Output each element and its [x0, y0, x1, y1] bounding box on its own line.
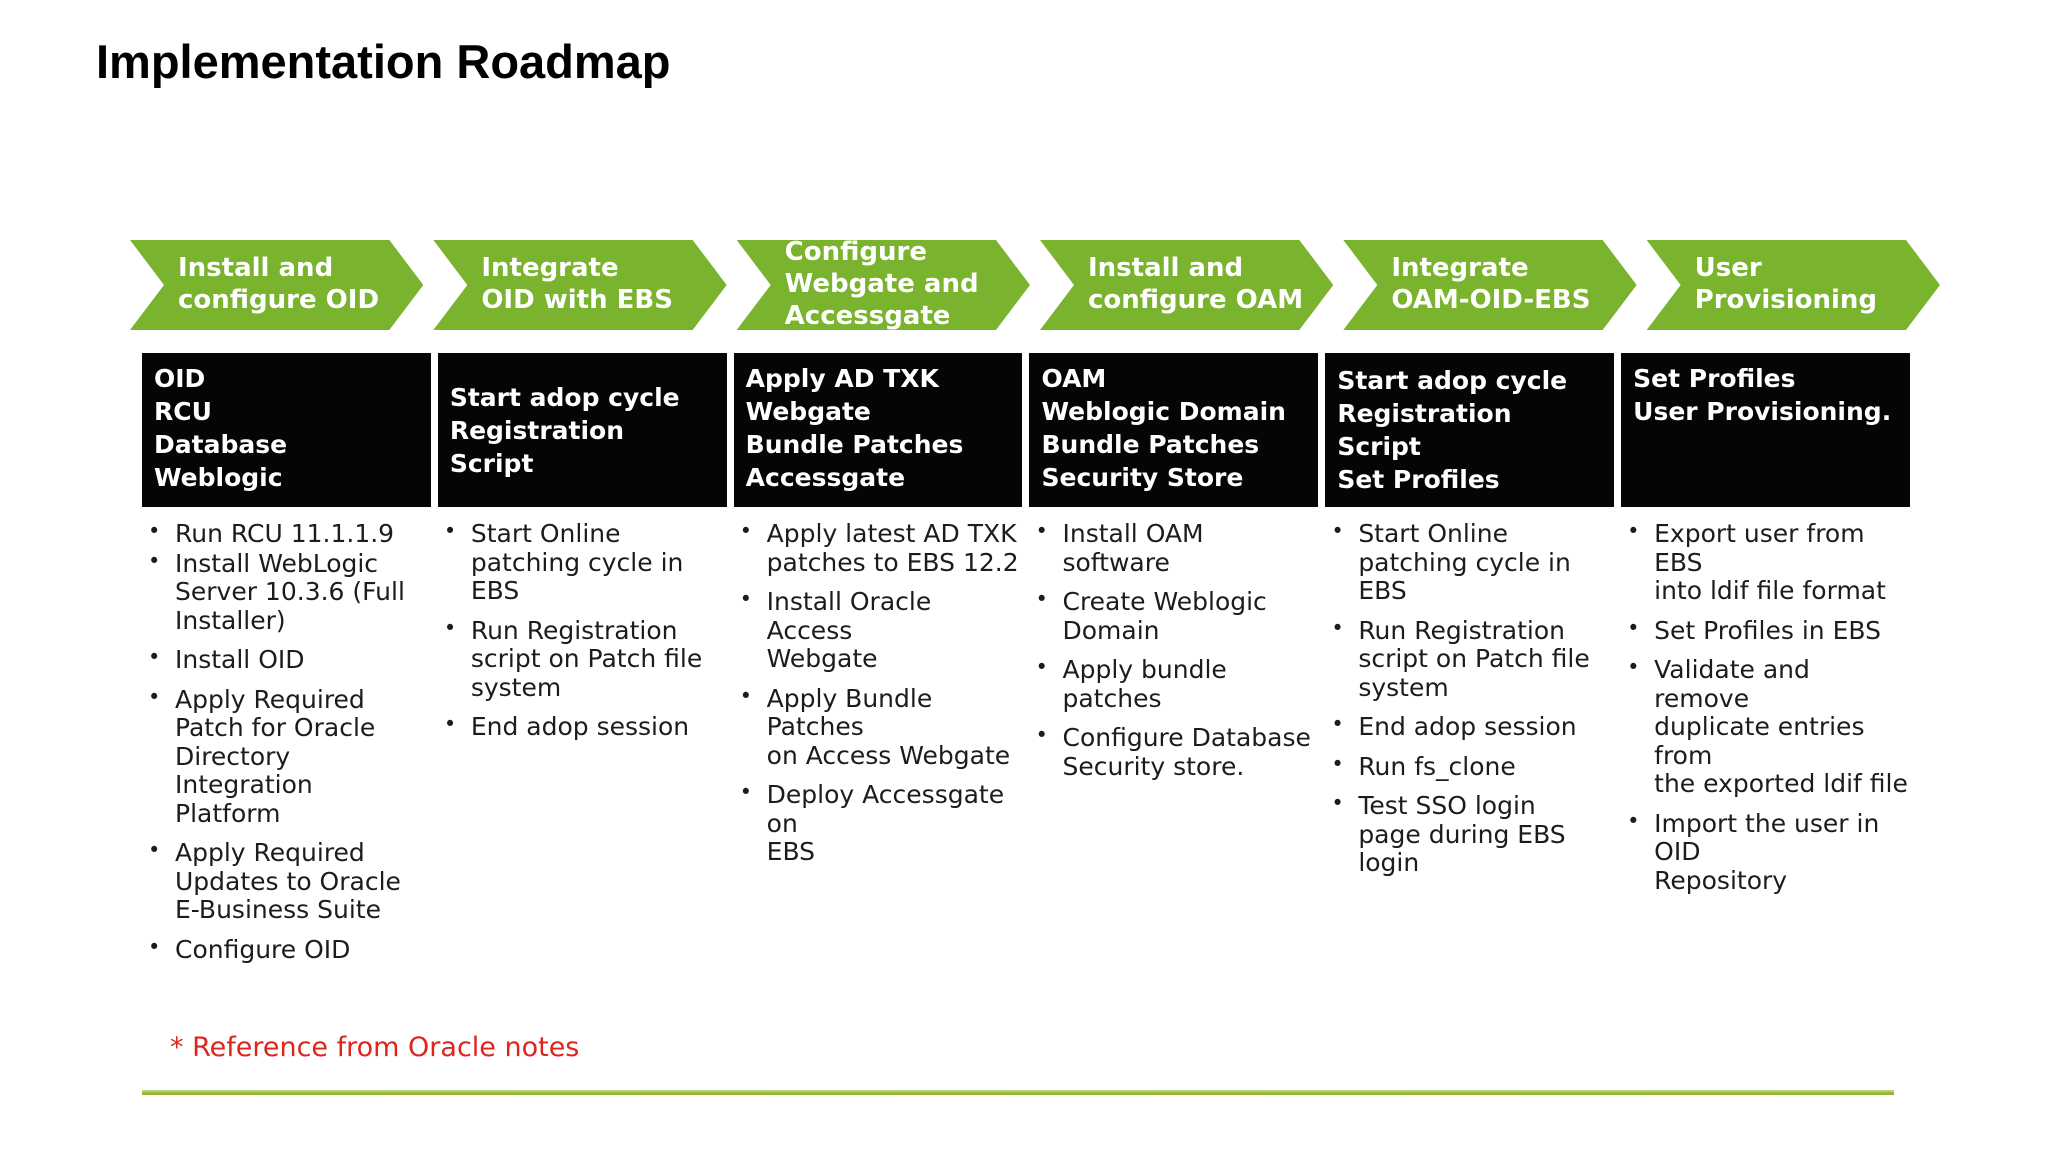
step-arrow-install-configure-oam: Install and configure OAM	[1040, 240, 1333, 330]
reference-footnote: * Reference from Oracle notes	[170, 1032, 580, 1063]
phase-header-text: Start adop cycle Registration Script Set…	[1337, 366, 1568, 494]
phase-header-adop-cycle: Start adop cycle Registration Script	[437, 353, 727, 507]
step-arrow-label: Integrate OID with EBS	[481, 253, 673, 315]
phase-header-adop-profiles: Start adop cycle Registration Script Set…	[1325, 353, 1615, 507]
task-list-oam: Install OAM software Create Weblogic Dom…	[1029, 519, 1318, 781]
task-item: Install OID	[142, 645, 431, 675]
step-arrow-integrate-oam-oid-ebs: Integrate OAM-OID-EBS	[1343, 240, 1636, 330]
phase-header-oam: OAM Weblogic Domain Bundle Patches Secur…	[1029, 353, 1319, 507]
step-arrow-configure-webgate-accessgate: Configure Webgate and Accessgate	[737, 240, 1030, 330]
task-item: Run fs_clone	[1325, 752, 1614, 782]
step-arrow-user-provisioning: User Provisioning	[1647, 240, 1940, 330]
task-item: Apply bundle patches	[1029, 655, 1318, 713]
task-item: Deploy Accessgate on EBS	[734, 780, 1023, 867]
page-title: Implementation Roadmap	[96, 35, 671, 88]
step-arrow-label: User Provisioning	[1694, 253, 1878, 315]
step-arrow-label: Integrate OAM-OID-EBS	[1391, 253, 1591, 315]
task-item: Apply latest AD TXK patches to EBS 12.2	[734, 519, 1023, 577]
task-item: Run Registration script on Patch file sy…	[1325, 616, 1614, 703]
phase-header-webgate: Apply AD TXK Webgate Bundle Patches Acce…	[733, 353, 1023, 507]
task-item: Start Online patching cycle in EBS	[438, 519, 727, 606]
task-list-oid: Run RCU 11.1.1.9 Install WebLogic Server…	[142, 519, 431, 965]
task-item: Run RCU 11.1.1.9	[142, 519, 431, 549]
phase-header-oid: OID RCU Database Weblogic	[142, 353, 431, 507]
phase-header-text: OID RCU Database Weblogic	[154, 364, 288, 492]
phase-header-text: Start adop cycle Registration Script	[449, 382, 680, 478]
task-item: Start Online patching cycle in EBS	[1325, 519, 1614, 606]
task-item: Configure OID	[142, 935, 431, 965]
task-list-integrate-oam-oid-ebs: Start Online patching cycle in EBS Run R…	[1325, 519, 1614, 878]
task-item: Apply Bundle Patches on Access Webgate	[734, 684, 1023, 771]
task-item: Install OAM software	[1029, 519, 1318, 577]
bottom-divider-line	[142, 1090, 1894, 1095]
task-item: End adop session	[438, 712, 727, 742]
phase-header-text: Set Profiles User Provisioning.	[1633, 364, 1892, 426]
task-item: Apply Required Updates to Oracle E-Busin…	[142, 838, 431, 925]
phase-header-provisioning: Set Profiles User Provisioning.	[1621, 353, 1910, 507]
step-arrow-label: Configure Webgate and Accessgate	[784, 237, 979, 331]
task-item: Configure Database Security store.	[1029, 723, 1318, 781]
task-item: Set Profiles in EBS	[1621, 616, 1910, 646]
task-item: Install Oracle Access Webgate	[734, 587, 1023, 674]
step-arrow-label: Install and configure OID	[178, 253, 380, 315]
task-list-integrate-oid-ebs: Start Online patching cycle in EBS Run R…	[438, 519, 727, 742]
step-arrow-integrate-oid-ebs: Integrate OID with EBS	[433, 240, 726, 330]
task-item: Export user from EBS into ldif file form…	[1621, 519, 1910, 606]
phase-header-row: OID RCU Database Weblogic Start adop cyc…	[142, 353, 1910, 507]
phase-header-text: OAM Weblogic Domain Bundle Patches Secur…	[1041, 364, 1286, 492]
task-item: Install WebLogic Server 10.3.6 (Full Ins…	[142, 549, 431, 636]
task-item: Import the user in OID Repository	[1621, 809, 1910, 896]
roadmap-arrow-band: Install and configure OID Integrate OID …	[130, 240, 1940, 330]
task-item: Validate and remove duplicate entries fr…	[1621, 655, 1910, 799]
task-list-user-provisioning: Export user from EBS into ldif file form…	[1621, 519, 1910, 896]
task-item: Run Registration script on Patch file sy…	[438, 616, 727, 703]
phase-header-text: Apply AD TXK Webgate Bundle Patches Acce…	[745, 364, 964, 492]
task-item: Test SSO login page during EBS login	[1325, 791, 1614, 878]
task-list-webgate-accessgate: Apply latest AD TXK patches to EBS 12.2 …	[734, 519, 1023, 867]
task-item: Apply Required Patch for Oracle Director…	[142, 685, 431, 829]
task-columns: Run RCU 11.1.1.9 Install WebLogic Server…	[142, 519, 1910, 965]
step-arrow-label: Install and configure OAM	[1087, 253, 1304, 315]
task-item: Create Weblogic Domain	[1029, 587, 1318, 645]
step-arrow-install-configure-oid: Install and configure OID	[130, 240, 423, 330]
task-item: End adop session	[1325, 712, 1614, 742]
